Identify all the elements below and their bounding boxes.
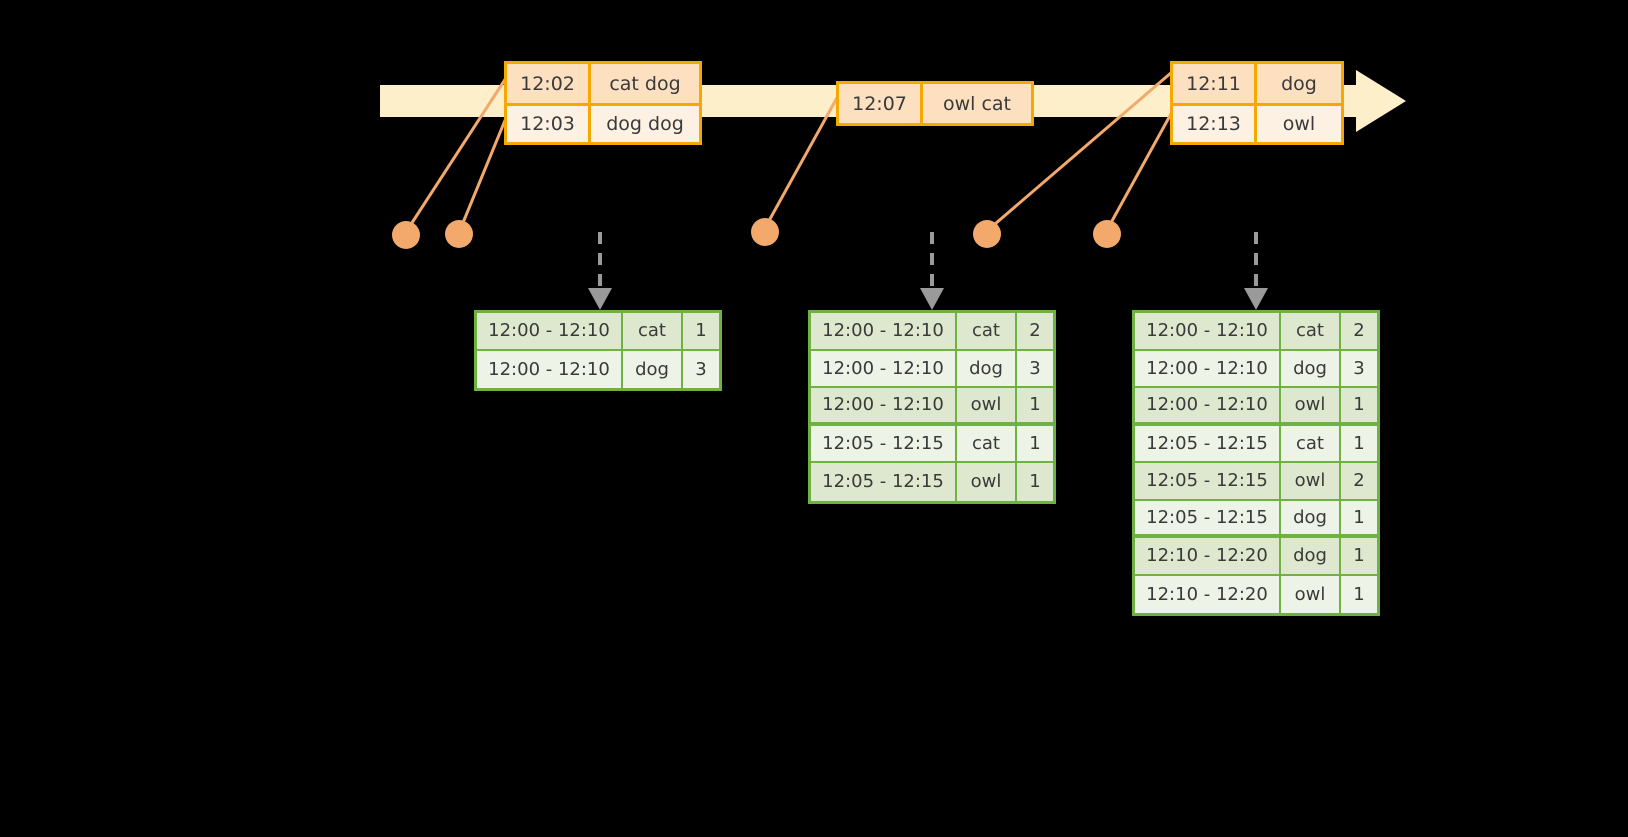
cell-word: owl xyxy=(1281,463,1341,499)
event-time: 12:02 xyxy=(507,64,591,103)
cell-window: 12:00 - 12:10 xyxy=(811,350,957,386)
cell-word: owl xyxy=(1281,388,1341,422)
cell-window: 12:05 - 12:15 xyxy=(1135,425,1281,461)
event-words: dog xyxy=(1257,64,1341,103)
cell-window: 12:00 - 12:10 xyxy=(1135,388,1281,422)
connector-line-2 xyxy=(458,117,508,231)
cell-window: 12:00 - 12:10 xyxy=(477,350,623,388)
connector-dot-1 xyxy=(392,221,420,249)
cell-window: 12:10 - 12:20 xyxy=(1135,575,1281,613)
cell-count: 1 xyxy=(1341,425,1377,461)
emit-arrow-2 xyxy=(920,232,944,310)
event-words: dog dog xyxy=(591,106,699,142)
cell-word: cat xyxy=(1281,313,1341,349)
cell-count: 2 xyxy=(1341,463,1377,499)
cell-word: cat xyxy=(957,313,1017,349)
connector-dot-2 xyxy=(445,220,473,248)
emit-arrows xyxy=(588,232,1268,310)
cell-window: 12:00 - 12:10 xyxy=(811,313,957,349)
cell-window: 12:05 - 12:15 xyxy=(1135,500,1281,534)
event-row[interactable]: 12:03 dog dog xyxy=(507,103,699,142)
cell-word: owl xyxy=(1281,575,1341,613)
cell-word: dog xyxy=(1281,500,1341,534)
emit-arrow-3 xyxy=(1244,232,1268,310)
cell-count: 1 xyxy=(1017,388,1053,422)
emit-arrow-1 xyxy=(588,232,612,310)
cell-word: dog xyxy=(1281,350,1341,386)
cell-word: cat xyxy=(1281,425,1341,461)
event-words: owl xyxy=(1257,106,1341,142)
connector-dots xyxy=(392,218,1121,249)
cell-count: 2 xyxy=(1017,313,1053,349)
connector-line-1 xyxy=(404,77,508,233)
cell-count: 3 xyxy=(1017,350,1053,386)
cell-word: owl xyxy=(957,388,1017,422)
event-row[interactable]: 12:07 owl cat xyxy=(839,84,1031,123)
cell-word: owl xyxy=(957,463,1017,501)
cell-count: 3 xyxy=(1341,350,1377,386)
event-group-2[interactable]: 12:07 owl cat xyxy=(836,81,1034,126)
cell-word: cat xyxy=(623,313,683,349)
connector-dot-5 xyxy=(1093,220,1121,248)
cell-window: 12:00 - 12:10 xyxy=(477,313,623,349)
event-row[interactable]: 12:11 dog xyxy=(1173,64,1341,103)
cell-count: 2 xyxy=(1341,313,1377,349)
event-words: cat dog xyxy=(591,64,699,103)
connector-dot-4 xyxy=(973,220,1001,248)
event-time: 12:07 xyxy=(839,84,923,123)
cell-count: 3 xyxy=(683,350,719,388)
event-time: 12:03 xyxy=(507,106,591,142)
cell-word: dog xyxy=(1281,538,1341,574)
cell-window: 12:05 - 12:15 xyxy=(811,463,957,501)
connector-dot-3 xyxy=(751,218,779,246)
cell-window: 12:05 - 12:15 xyxy=(811,425,957,461)
cell-window: 12:10 - 12:20 xyxy=(1135,538,1281,574)
cell-window: 12:00 - 12:10 xyxy=(1135,350,1281,386)
cell-count: 1 xyxy=(1341,388,1377,422)
cell-window: 12:00 - 12:10 xyxy=(811,388,957,422)
connector-line-3 xyxy=(763,95,840,229)
cell-count: 1 xyxy=(1341,500,1377,534)
cell-count: 1 xyxy=(1017,425,1053,461)
event-row[interactable]: 12:02 cat dog xyxy=(507,64,699,103)
cell-word: dog xyxy=(623,350,683,388)
cell-word: dog xyxy=(957,350,1017,386)
event-time: 12:13 xyxy=(1173,106,1257,142)
event-group-3[interactable]: 12:11 dog 12:13 owl xyxy=(1170,61,1344,145)
event-words: owl cat xyxy=(923,84,1031,123)
cell-count: 1 xyxy=(1017,463,1053,501)
cell-count: 1 xyxy=(683,313,719,349)
cell-count: 1 xyxy=(1341,575,1377,613)
cell-count: 1 xyxy=(1341,538,1377,574)
event-row[interactable]: 12:13 owl xyxy=(1173,103,1341,142)
cell-window: 12:05 - 12:15 xyxy=(1135,463,1281,499)
connector-line-5 xyxy=(1105,111,1174,231)
event-group-1[interactable]: 12:02 cat dog 12:03 dog dog xyxy=(504,61,702,145)
cell-word: cat xyxy=(957,425,1017,461)
event-time: 12:11 xyxy=(1173,64,1257,103)
cell-window: 12:00 - 12:10 xyxy=(1135,313,1281,349)
